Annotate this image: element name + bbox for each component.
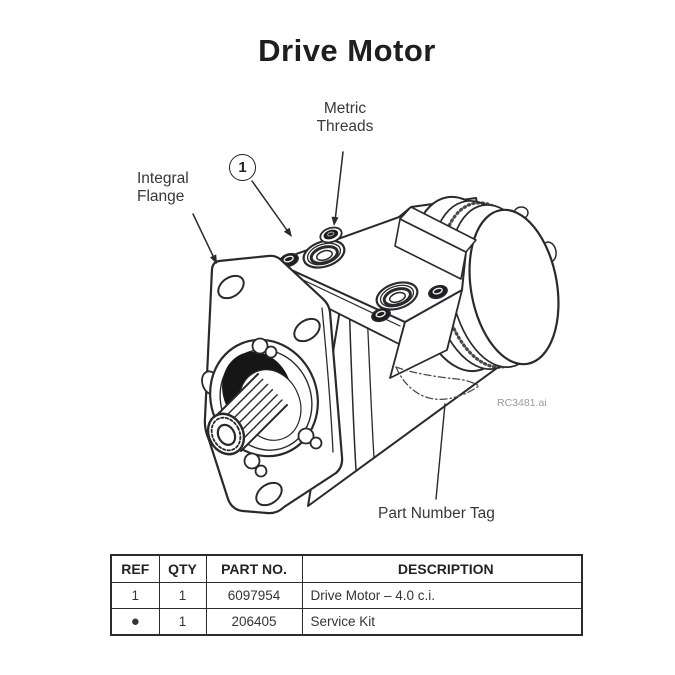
leader-lines [192,151,446,500]
block-bolt-hole-right [428,284,448,300]
callout-1-balloon: 1 [229,154,256,181]
leader-integral-flange [192,213,215,259]
cell-qty: 1 [158,582,207,609]
splined-shaft [206,373,288,456]
leader-part-number-tag [435,403,446,500]
flange-bolt-hole-top [217,274,245,300]
cell-description: Service Kit [301,608,583,636]
parts-table-header-row: REF QTY PART NO. DESCRIPTION [110,554,583,583]
header-part-no: PART NO. [205,554,303,583]
callout-1-number: 1 [238,159,247,176]
arrowhead-integral-flange [209,254,217,264]
figure-file-reference: RC3481.ai [497,397,547,409]
page-title: Drive Motor [258,33,436,68]
metric-thread-hole [319,226,343,244]
cell-part-no: 6097954 [205,582,303,609]
table-row: 1 1 6097954 Drive Motor – 4.0 c.i. [110,582,583,609]
recess-rim-tabs [243,337,323,478]
parts-table: REF QTY PART NO. DESCRIPTION 1 1 6097954… [110,554,583,636]
arrowhead-metric-threads [331,216,339,226]
cell-description: Drive Motor – 4.0 c.i. [301,582,583,609]
cell-ref-service-bullet: ● [110,608,160,636]
flange-bolt-hole-bottom [255,481,283,507]
table-row: ● 1 206405 Service Kit [110,608,583,636]
label-integral-flange-line2: Flange [137,188,185,205]
integral-flange [201,254,344,515]
label-metric-threads: Metric Threads [305,100,385,136]
part-number-tag-outline [395,366,480,400]
cell-ref: 1 [110,582,160,609]
flange-bolt-hole-right [293,317,321,343]
label-metric-threads-line1: Metric [323,100,367,117]
leader-callout-1 [251,180,290,234]
threaded-port-2 [375,281,419,311]
header-description: DESCRIPTION [301,554,583,583]
arrowhead-callout-1 [283,227,292,237]
block-bolt-hole-lower [371,307,391,323]
header-ref: REF [110,554,160,583]
label-integral-flange-line1: Integral [137,170,189,187]
cell-part-no: 206405 [205,608,303,636]
cell-qty: 1 [158,608,207,636]
label-part-number-tag: Part Number Tag [378,505,495,522]
header-qty: QTY [158,554,207,583]
label-metric-threads-line2: Threads [316,118,374,135]
label-integral-flange: Integral Flange [137,170,189,206]
threaded-port-1 [302,239,346,269]
leader-metric-threads [334,151,344,222]
